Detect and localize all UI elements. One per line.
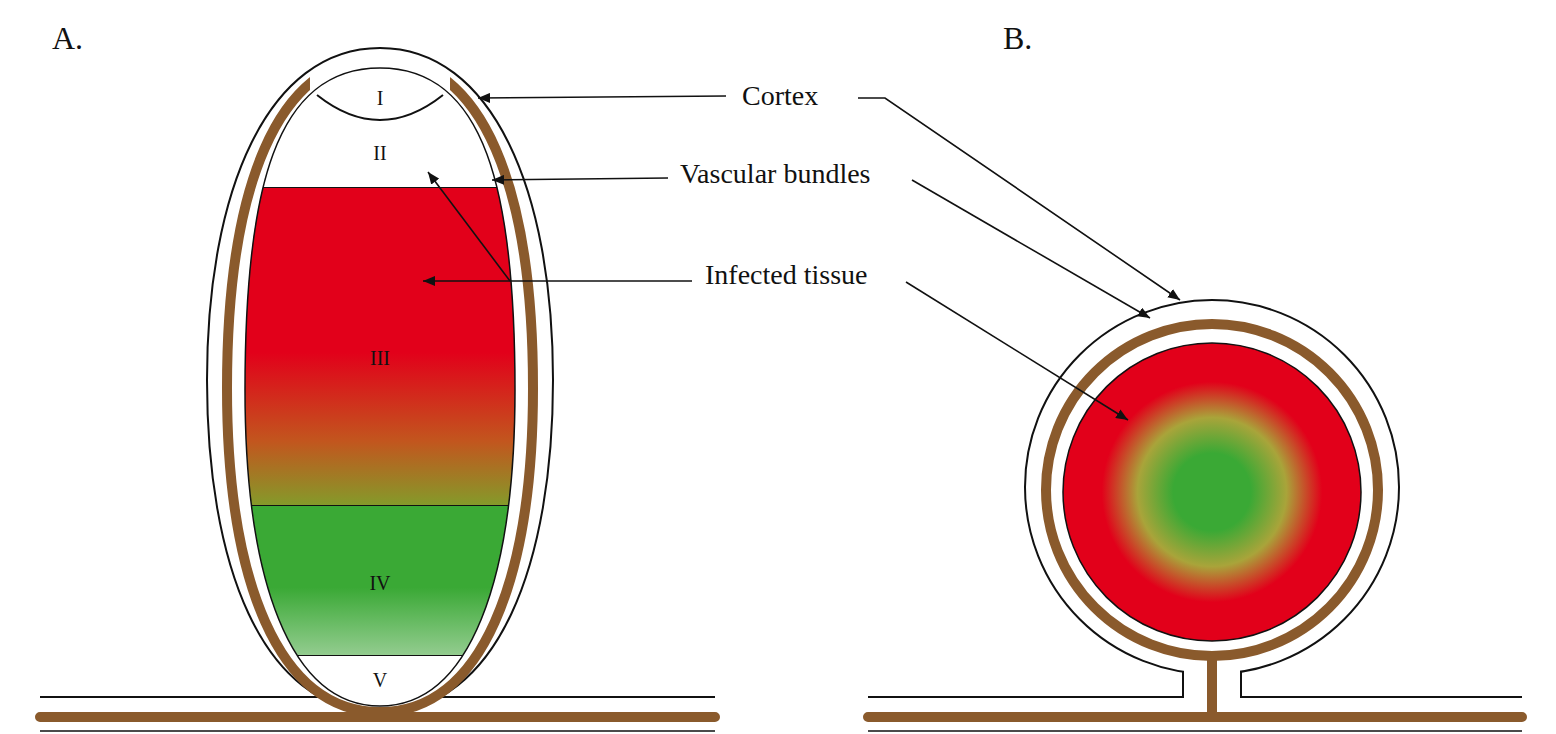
panel-letter: A. bbox=[52, 22, 83, 54]
infected-outline bbox=[245, 68, 515, 706]
leader-line bbox=[492, 178, 668, 180]
nodule-zone: I bbox=[300, 60, 460, 130]
root-vascular bbox=[40, 712, 1522, 722]
leader-line bbox=[858, 98, 1180, 300]
leader-line bbox=[912, 180, 1150, 318]
panel-letter: B. bbox=[1003, 22, 1032, 54]
zone-numeral: II bbox=[373, 143, 386, 163]
zone-numeral: V bbox=[373, 670, 387, 690]
zone-fill bbox=[240, 187, 520, 505]
nodule-zone: II bbox=[240, 120, 520, 187]
root-surface bbox=[868, 671, 1522, 697]
cortex-outline bbox=[207, 48, 553, 712]
zone-numeral: IV bbox=[369, 573, 390, 593]
vascular-bundle bbox=[227, 58, 533, 712]
zone-boundary bbox=[240, 505, 520, 506]
zone-boundary bbox=[240, 187, 520, 188]
leader-line bbox=[906, 282, 1128, 420]
nodule-zone: V bbox=[240, 655, 520, 710]
vascular-stem bbox=[1207, 654, 1217, 716]
infected-region bbox=[1063, 343, 1361, 641]
zone-boundary bbox=[240, 655, 520, 656]
root-outline bbox=[40, 730, 1522, 732]
zone-numeral: III bbox=[370, 348, 390, 368]
leader-line bbox=[428, 172, 510, 281]
nodule-zone: III bbox=[240, 187, 520, 505]
zone-numeral: I bbox=[377, 88, 384, 108]
vascular-bundle bbox=[1046, 324, 1378, 656]
zone-fill bbox=[300, 60, 460, 120]
nodule-zone: IV bbox=[240, 505, 520, 655]
zone-fill bbox=[240, 505, 520, 655]
part-label: Cortex bbox=[742, 82, 818, 110]
part-label: Vascular bundles bbox=[680, 160, 871, 188]
leader-line bbox=[478, 96, 726, 98]
zone-shape bbox=[240, 187, 520, 505]
part-label: Infected tissue bbox=[705, 261, 868, 289]
cortex-outline bbox=[1025, 300, 1399, 674]
leader-line bbox=[423, 280, 692, 282]
